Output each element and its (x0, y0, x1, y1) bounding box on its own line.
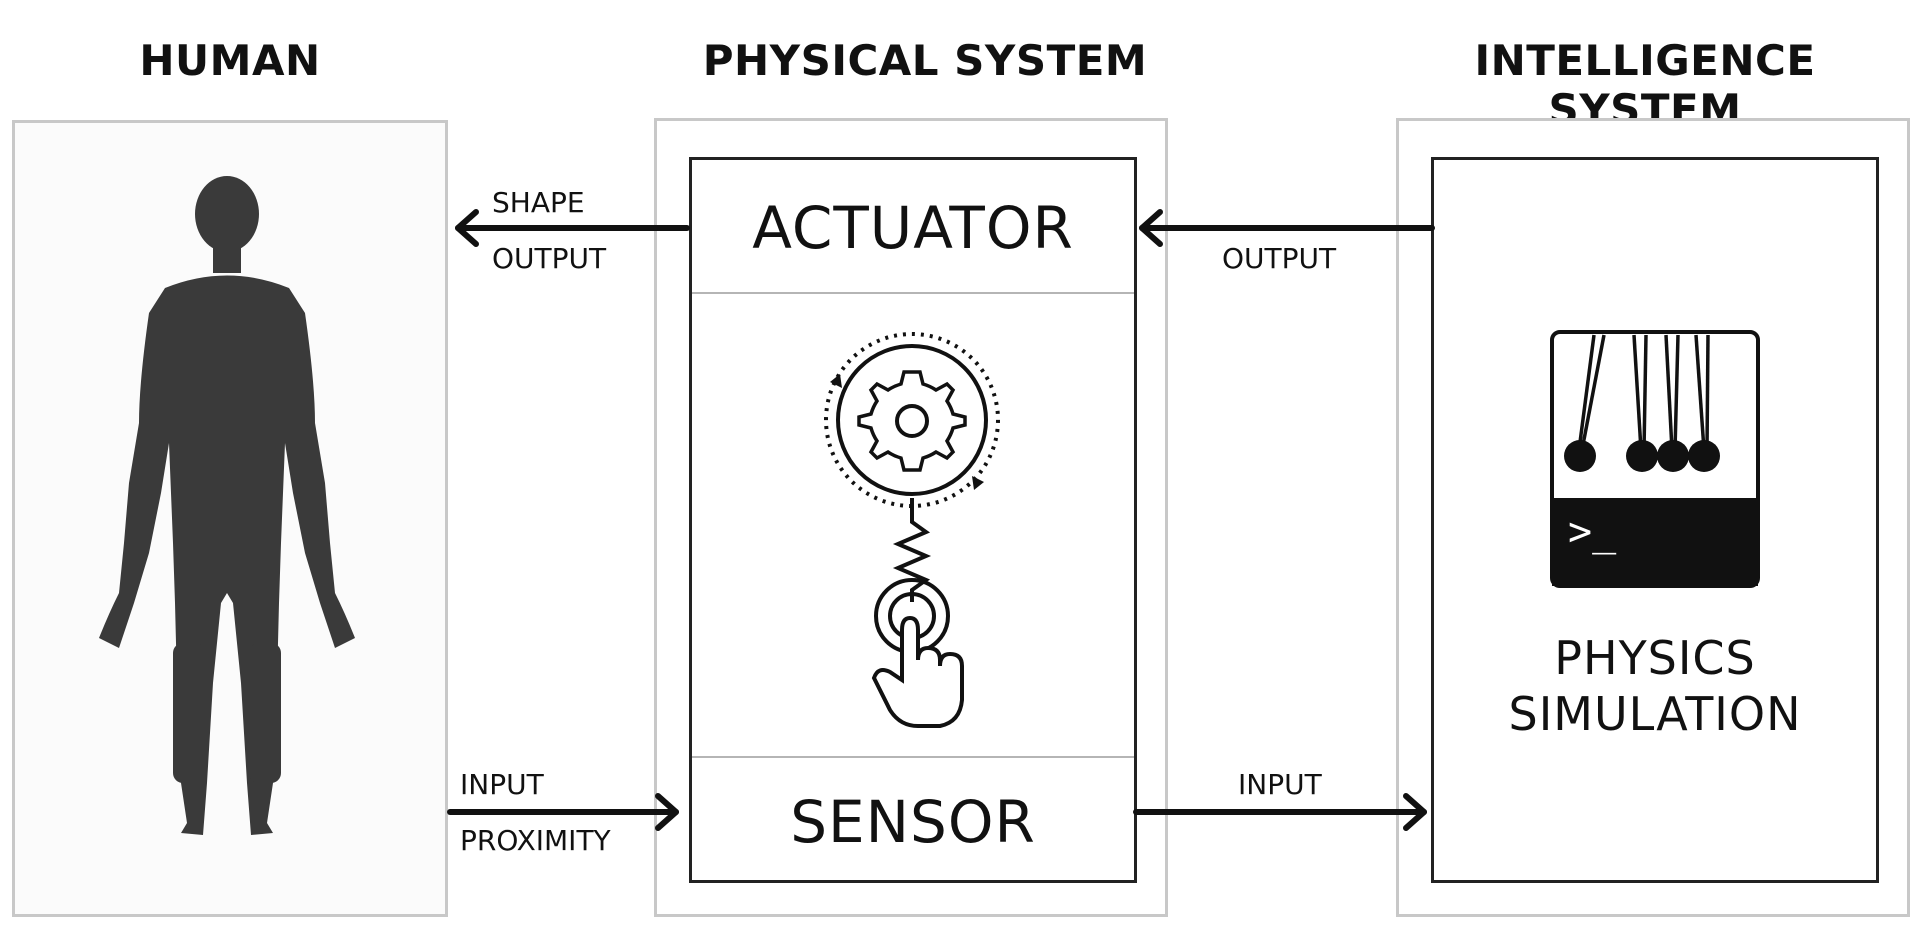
physics-simulation-label: PHYSICS SIMULATION (1434, 630, 1876, 742)
physical-system-block: ACTUATOR SENSOR (689, 157, 1137, 883)
intelligence-output-label: OUTPUT (1222, 242, 1337, 275)
gear-spring-touch-icon (824, 332, 1000, 728)
shape-label: SHAPE (492, 186, 585, 219)
input-label: INPUT (460, 768, 544, 801)
physics-simulation-block: >_ PHYSICS SIMULATION (1431, 157, 1879, 883)
human-silhouette-icon (99, 176, 355, 835)
terminal-prompt-text: >_ (1568, 509, 1617, 555)
newtons-cradle-terminal-icon: >_ (1550, 330, 1760, 588)
human-heading: HUMAN (139, 36, 321, 85)
sensor-label: SENSOR (790, 788, 1036, 856)
sensor-divider (692, 756, 1134, 758)
physics-label-line2: SIMULATION (1508, 687, 1802, 741)
actuator-label: ACTUATOR (752, 194, 1074, 262)
shape-output-label: OUTPUT (492, 242, 607, 275)
sensor-input-label: INPUT (1238, 768, 1322, 801)
physical-system-heading: PHYSICAL SYSTEM (702, 36, 1148, 85)
actuator-divider (692, 292, 1134, 294)
physics-label-line1: PHYSICS (1554, 631, 1756, 685)
physical-system-panel: ACTUATOR SENSOR (654, 118, 1168, 917)
human-panel (12, 120, 448, 917)
intelligence-system-panel: >_ PHYSICS SIMULATION (1396, 118, 1910, 917)
proximity-label: PROXIMITY (460, 824, 611, 857)
